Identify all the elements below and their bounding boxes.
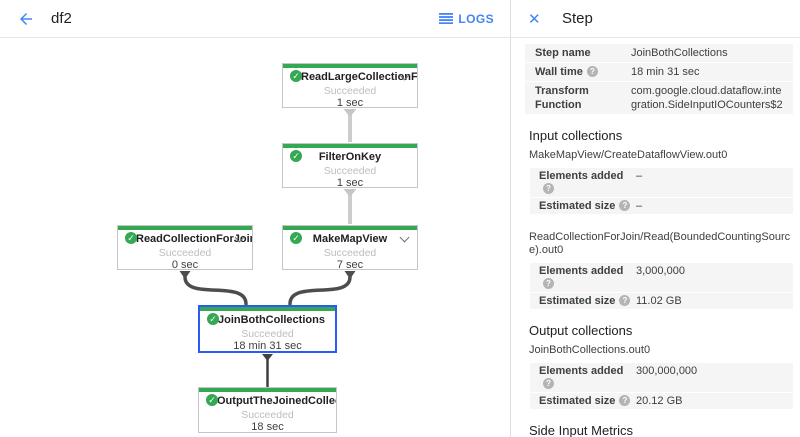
node-title: JoinBothCollections <box>218 314 325 326</box>
node-status: Succeeded <box>323 165 377 177</box>
success-check-icon: ✓ <box>290 70 302 82</box>
metric-row-elements-added: Elements added? 300,000,000 <box>530 363 793 392</box>
metric-value: 20.12 GB <box>636 394 683 407</box>
node-time: 1 sec <box>336 177 364 189</box>
metric-label: Estimated size? <box>539 394 636 408</box>
node-status-bar <box>200 307 335 311</box>
step-panel-title: Step <box>562 10 593 27</box>
step-properties-table: Step name JoinBothCollections Wall time?… <box>525 44 793 114</box>
help-icon[interactable]: ? <box>543 277 554 289</box>
graph-node-read-large-collection[interactable]: ✓ ReadLargeCollectionFr... Succeeded 1 s… <box>282 63 418 109</box>
node-status-bar <box>283 144 417 148</box>
metric-label: Elements added? <box>539 264 624 289</box>
metric-value: – <box>636 199 643 212</box>
node-status-bar <box>118 226 252 230</box>
help-icon[interactable]: ? <box>619 394 631 406</box>
job-topbar: df2 LOGS <box>0 0 510 38</box>
help-icon[interactable]: ? <box>586 66 598 77</box>
collection-metrics-table: Elements added? 3,000,000 Estimated size… <box>530 263 793 309</box>
node-time: 18 sec <box>251 421 284 433</box>
node-status: Succeeded <box>323 247 377 259</box>
collection-name: JoinBothCollections.out0 <box>529 344 651 356</box>
node-status: Succeeded <box>323 85 377 97</box>
graph-node-filter-on-key[interactable]: ✓ FilterOnKey Succeeded 1 sec <box>282 143 418 189</box>
input-collections-heading: Input collections <box>529 128 623 143</box>
pipeline-graph: ✓ ReadLargeCollectionFr... Succeeded 1 s… <box>0 38 510 437</box>
node-time: 18 min 31 sec <box>233 340 302 352</box>
output-collections-heading: Output collections <box>529 323 633 338</box>
property-label: Transform Function <box>535 85 589 111</box>
collection-name: ReadCollectionForJoin/Read(BoundedCounti… <box>529 231 791 256</box>
graph-node-output-the-joined[interactable]: ✓ OutputTheJoinedCollec... Succeeded 18 … <box>198 387 337 433</box>
metric-label: Elements added? <box>539 169 624 194</box>
graph-edges <box>179 109 357 387</box>
job-title: df2 <box>51 10 72 27</box>
metric-value: 3,000,000 <box>636 264 685 277</box>
graph-node-join-both-collections[interactable]: ✓ JoinBothCollections Succeeded 18 min 3… <box>198 305 337 353</box>
property-row-transform-function: Transform Function com.google.cloud.data… <box>525 82 793 114</box>
node-status: Succeeded <box>158 247 212 259</box>
node-title: ReadCollectionForJoin <box>136 233 252 245</box>
metric-row-estimated-size: Estimated size? 11.02 GB <box>530 293 793 309</box>
metric-value: 300,000,000 <box>636 364 698 377</box>
property-row-step-name: Step name JoinBothCollections <box>525 44 793 62</box>
step-details-panel: ✕ Step Step name JoinBothCollections Wal… <box>510 0 800 437</box>
property-label: Step name <box>535 47 591 59</box>
job-graph-panel: df2 LOGS <box>0 0 510 437</box>
step-panel-body: Step name JoinBothCollections Wall time?… <box>511 38 800 437</box>
arrow-back-icon <box>20 12 32 25</box>
node-title: ReadLargeCollectionFr... <box>301 71 417 83</box>
node-status: Succeeded <box>241 409 294 421</box>
collection-metrics-table: Elements added? – Estimated size? – <box>530 168 793 214</box>
metric-row-elements-added: Elements added? – <box>530 168 793 197</box>
metric-label: Estimated size? <box>539 199 636 213</box>
logs-list-icon <box>439 13 454 24</box>
property-value: com.google.cloud.dataflow.integration.Si… <box>631 85 783 111</box>
metric-row-estimated-size: Estimated size? 20.12 GB <box>530 393 793 409</box>
collection-metrics-table: Elements added? 300,000,000 Estimated si… <box>530 363 793 409</box>
property-value: JoinBothCollections <box>631 47 728 59</box>
metric-value: – <box>636 169 643 182</box>
property-row-wall-time: Wall time? 18 min 31 sec <box>525 63 793 81</box>
node-status-bar <box>283 64 417 68</box>
success-check-icon: ✓ <box>207 313 219 325</box>
close-icon[interactable]: ✕ <box>528 10 541 28</box>
node-title: FilterOnKey <box>318 151 382 163</box>
collection-name: MakeMapView/CreateDataflowView.out0 <box>529 149 728 161</box>
graph-node-make-map-view[interactable]: ✓ MakeMapView Succeeded 7 sec <box>282 225 418 271</box>
success-check-icon: ✓ <box>290 232 302 244</box>
node-time: 0 sec <box>171 259 199 271</box>
success-check-icon: ✓ <box>290 150 302 162</box>
metric-row-estimated-size: Estimated size? – <box>530 198 793 214</box>
success-check-icon: ✓ <box>125 232 137 244</box>
node-status: Succeeded <box>241 328 294 340</box>
node-status-bar <box>283 226 417 230</box>
logs-button[interactable]: LOGS <box>437 8 496 30</box>
graph-node-read-collection-for-join[interactable]: ✓ ReadCollectionForJoin Succeeded 0 sec <box>117 225 253 271</box>
node-title: MakeMapView <box>312 233 388 245</box>
property-label: Wall time? <box>535 65 631 79</box>
node-status-bar <box>199 388 336 392</box>
node-time: 7 sec <box>336 259 364 271</box>
help-icon[interactable]: ? <box>619 294 631 306</box>
metric-label: Estimated size? <box>539 294 636 308</box>
side-input-metrics-heading: Side Input Metrics <box>529 423 634 437</box>
success-check-icon: ✓ <box>206 394 218 406</box>
metric-value: 11.02 GB <box>636 294 682 307</box>
help-icon[interactable]: ? <box>619 199 631 211</box>
step-panel-header: ✕ Step <box>511 0 800 38</box>
property-value: 18 min 31 sec <box>631 66 700 78</box>
back-button[interactable] <box>14 7 38 31</box>
logs-button-label: LOGS <box>458 11 494 26</box>
node-title: OutputTheJoinedCollec... <box>217 395 336 407</box>
help-icon[interactable]: ? <box>543 182 554 194</box>
metric-row-elements-added: Elements added? 3,000,000 <box>530 263 793 292</box>
metric-label: Elements added? <box>539 364 624 389</box>
node-time: 1 sec <box>336 97 364 109</box>
help-icon[interactable]: ? <box>543 377 554 389</box>
